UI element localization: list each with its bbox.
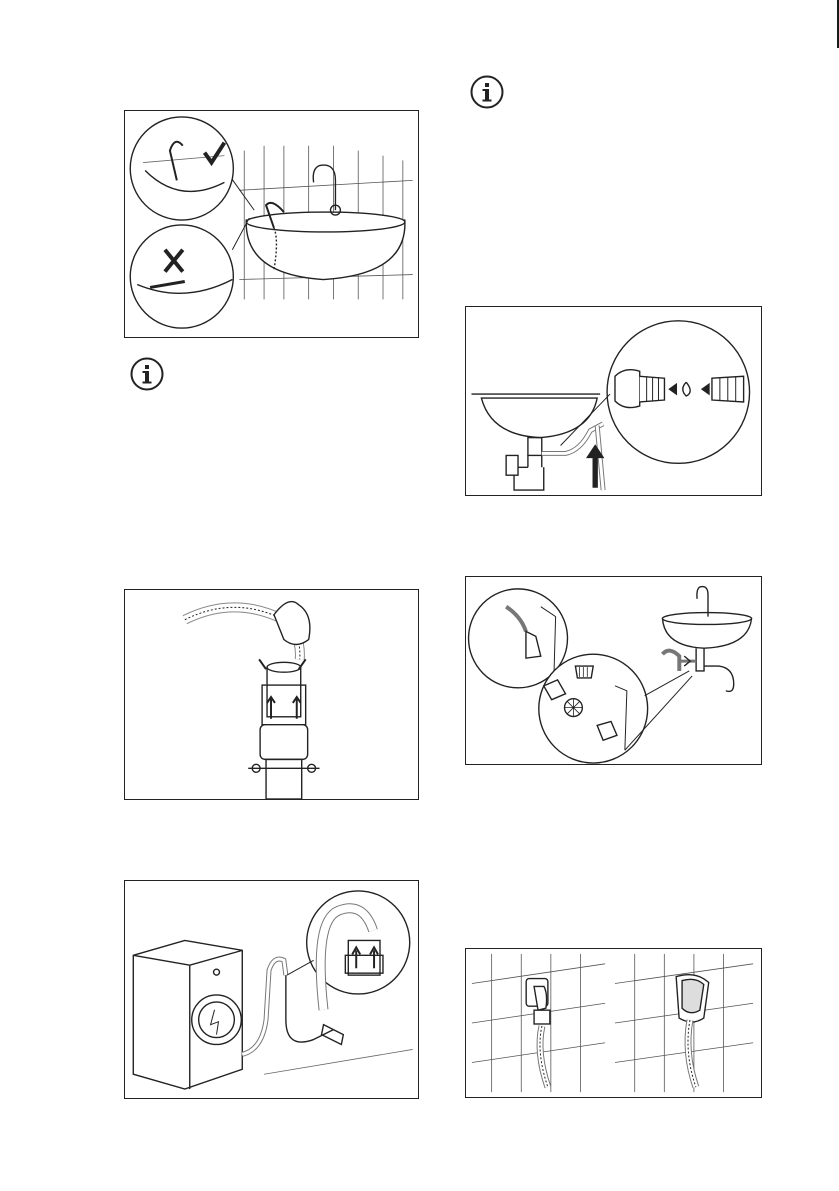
figure-siphon-spigot: [465, 306, 762, 496]
wall-drain-outlet-icon: [466, 949, 761, 1097]
sink-siphon-connection-icon: [466, 307, 761, 495]
info-icon-left: [130, 357, 164, 391]
figure-standpipe-hose: [124, 589, 419, 800]
figure-siphon-spigot-filter: [465, 576, 762, 765]
figure-wall-drain-outlet: [465, 948, 762, 1098]
info-icon-right: [470, 75, 504, 109]
figure-washer-standpipe: [124, 880, 419, 1099]
figure-sink-hose-hook: [124, 110, 419, 338]
washing-machine-drain-icon: [125, 881, 418, 1098]
siphon-filter-icon: [466, 577, 761, 764]
standpipe-drain-icon: [125, 590, 418, 799]
sink-with-drain-hose-icon: [125, 111, 418, 337]
